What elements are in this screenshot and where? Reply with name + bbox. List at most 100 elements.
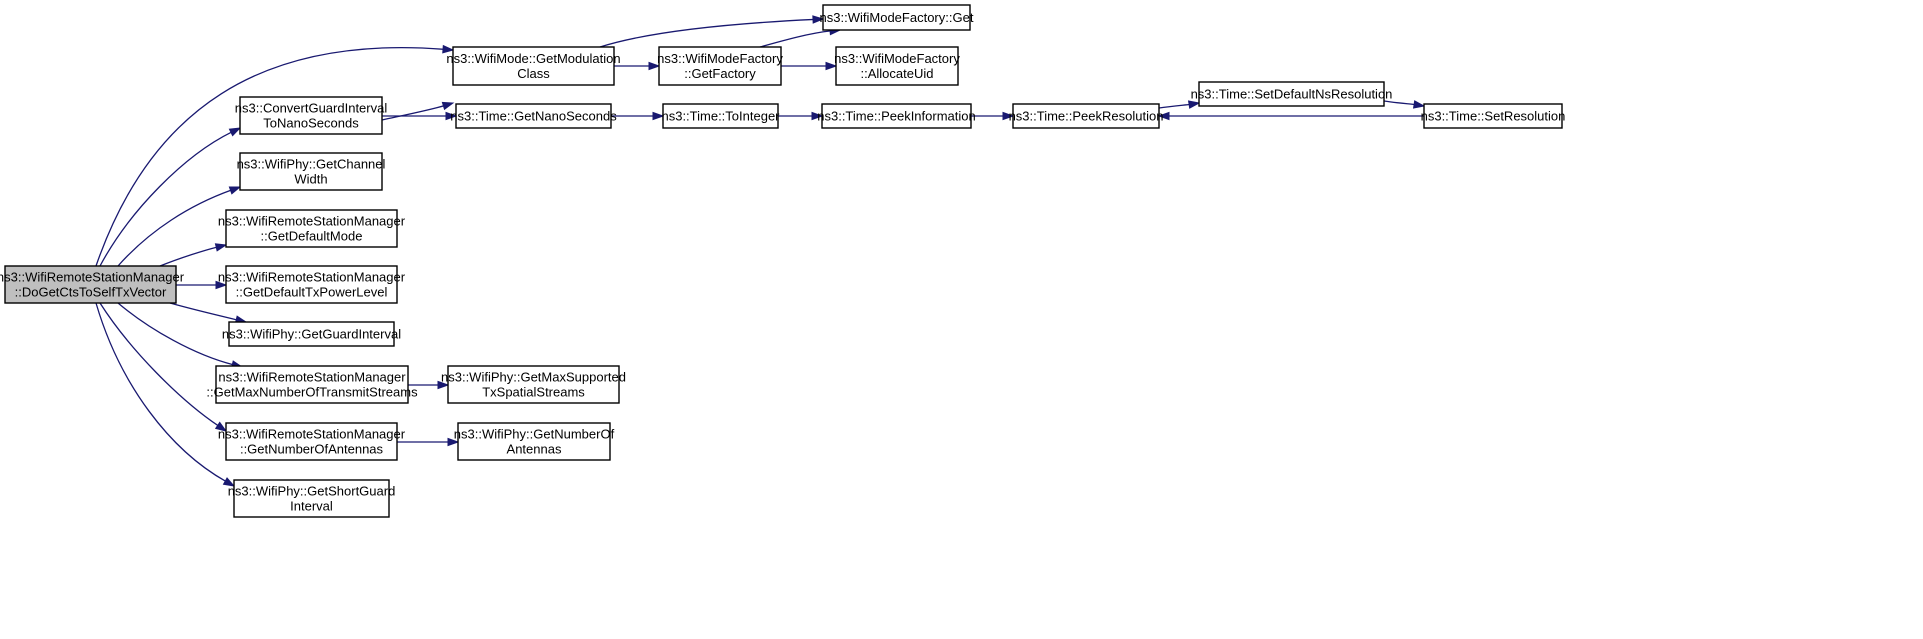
edge-arrowhead <box>1002 111 1015 121</box>
edge-wifiModeFactoryGetFactory-to-allocateUid <box>781 61 838 71</box>
node-label: ns3::WifiModeFactory <box>657 51 783 66</box>
edge-arrowhead <box>1412 100 1426 109</box>
node-root[interactable]: ns3::WifiRemoteStationManager::DoGetCtsT… <box>0 265 185 304</box>
edges-layer <box>95 15 1426 487</box>
edge-line <box>599 18 815 48</box>
node-toInteger[interactable]: ns3::Time::ToInteger <box>661 103 780 129</box>
edge-line <box>1383 100 1416 106</box>
node-label: ns3::ConvertGuardInterval <box>235 101 388 116</box>
node-box <box>228 321 395 347</box>
edge-line <box>117 302 234 366</box>
edge-peekInformation-to-peekResolution <box>970 111 1015 121</box>
edge-arrowhead <box>228 127 242 137</box>
edge-getMaxNumberOfTransmitStreams-to-getMaxSupportedTxSpatialStreams <box>408 380 450 390</box>
node-setResolution[interactable]: ns3::Time::SetResolution <box>1421 103 1566 129</box>
node-peekResolution[interactable]: ns3::Time::PeekResolution <box>1009 103 1164 129</box>
node-label: ns3::Time::GetNanoSeconds <box>450 109 617 124</box>
edge-root-to-getDefaultMode <box>159 243 228 267</box>
edge-arrowhead <box>437 380 450 390</box>
node-getNanoSeconds[interactable]: ns3::Time::GetNanoSeconds <box>450 103 617 129</box>
edge-arrowhead <box>1187 100 1201 109</box>
node-label: ns3::WifiModeFactory::Get <box>820 10 974 25</box>
node-label: ::GetMaxNumberOfTransmitStreams <box>206 385 418 400</box>
node-label: ns3::Time::ToInteger <box>661 109 780 124</box>
node-label: ns3::WifiRemoteStationManager <box>0 270 185 285</box>
node-peekInformation[interactable]: ns3::Time::PeekInformation <box>817 103 976 129</box>
edge-line <box>117 189 232 267</box>
edge-arrowhead <box>441 101 455 111</box>
node-label: ns3::Time::PeekInformation <box>817 109 975 124</box>
edge-line <box>381 104 445 121</box>
nodes-layer: ns3::WifiRemoteStationManager::DoGetCtsT… <box>0 4 1566 518</box>
edge-arrowhead <box>228 186 242 195</box>
node-getNumberOfAntennasPhy[interactable]: ns3::WifiPhy::GetNumberOfAntennas <box>454 422 615 461</box>
edge-line <box>95 46 445 267</box>
edge-peekResolution-to-setDefaultNsResolution <box>1158 100 1201 109</box>
edge-root-to-getGuardInterval <box>169 302 248 324</box>
node-box <box>455 103 612 129</box>
node-box <box>1423 103 1563 129</box>
node-label: ns3::WifiPhy::GetNumberOf <box>454 427 615 442</box>
node-getDefaultMode[interactable]: ns3::WifiRemoteStationManager::GetDefaul… <box>218 209 406 248</box>
edge-line <box>159 246 218 267</box>
edge-arrowhead <box>215 280 228 290</box>
node-setDefaultNsResolution[interactable]: ns3::Time::SetDefaultNsResolution <box>1191 81 1393 107</box>
node-allocateUid[interactable]: ns3::WifiModeFactory::AllocateUid <box>834 46 960 86</box>
node-label: Class <box>517 66 550 81</box>
edge-arrowhead <box>214 421 228 432</box>
edge-getNanoSeconds-to-toInteger <box>610 111 665 121</box>
edge-arrowhead <box>447 437 460 447</box>
node-label: ns3::WifiRemoteStationManager <box>218 270 406 285</box>
edge-arrowhead <box>445 111 458 121</box>
node-label: ns3::WifiMode::GetModulation <box>446 51 620 66</box>
node-label: ns3::WifiPhy::GetShortGuard <box>228 484 396 499</box>
edge-setResolution-to-peekResolution <box>1157 111 1424 121</box>
node-box <box>835 46 959 86</box>
node-box <box>239 96 383 135</box>
node-wifiModeFactoryGetFactory[interactable]: ns3::WifiModeFactory::GetFactory <box>657 46 783 86</box>
node-box <box>821 103 972 129</box>
node-label: ns3::WifiRemoteStationManager <box>218 427 406 442</box>
node-label: ::GetDefaultTxPowerLevel <box>236 285 388 300</box>
node-label: ::GetNumberOfAntennas <box>240 442 384 457</box>
edge-root-to-getChannelWidth <box>117 186 242 267</box>
edge-root-to-getNumberOfAntennasMgr <box>99 302 228 432</box>
edge-root-to-convertGuard <box>99 127 242 267</box>
node-box <box>239 152 383 191</box>
edge-root-to-getModulationClass <box>95 44 455 267</box>
node-box <box>658 46 782 86</box>
node-label: ns3::WifiPhy::GetMaxSupported <box>441 370 626 385</box>
node-box <box>1012 103 1160 129</box>
node-label: Interval <box>290 499 333 514</box>
node-label: ::DoGetCtsToSelfTxVector <box>15 285 167 300</box>
node-box <box>662 103 779 129</box>
edge-line <box>99 131 233 267</box>
node-getGuardInterval[interactable]: ns3::WifiPhy::GetGuardInterval <box>222 321 401 347</box>
node-label: ::GetFactory <box>684 66 756 81</box>
node-box <box>4 265 177 304</box>
node-box <box>822 4 971 31</box>
edge-getNumberOfAntennasMgr-to-getNumberOfAntennasPhy <box>397 437 460 447</box>
node-label: ns3::WifiModeFactory <box>834 51 960 66</box>
node-getNumberOfAntennasMgr[interactable]: ns3::WifiRemoteStationManager::GetNumber… <box>218 422 406 461</box>
node-getMaxSupportedTxSpatialStreams[interactable]: ns3::WifiPhy::GetMaxSupportedTxSpatialSt… <box>441 365 626 404</box>
node-label: ns3::Time::SetDefaultNsResolution <box>1191 87 1393 102</box>
node-label: ns3::WifiRemoteStationManager <box>218 370 406 385</box>
edge-line <box>95 302 227 483</box>
edge-root-to-getShortGuardInterval <box>95 302 236 487</box>
node-box <box>447 365 620 404</box>
node-label: ns3::WifiPhy::GetGuardInterval <box>222 327 401 342</box>
node-label: ToNanoSeconds <box>263 116 359 131</box>
node-wifiModeFactoryGet[interactable]: ns3::WifiModeFactory::Get <box>820 4 974 31</box>
node-getMaxNumberOfTransmitStreams[interactable]: ns3::WifiRemoteStationManager::GetMaxNum… <box>206 365 418 404</box>
edge-toInteger-to-peekInformation <box>777 111 824 121</box>
node-getDefaultTxPowerLevel[interactable]: ns3::WifiRemoteStationManager::GetDefaul… <box>218 265 406 304</box>
node-box <box>1198 81 1385 107</box>
node-box <box>225 265 398 304</box>
node-label: ns3::Time::SetResolution <box>1421 109 1566 124</box>
